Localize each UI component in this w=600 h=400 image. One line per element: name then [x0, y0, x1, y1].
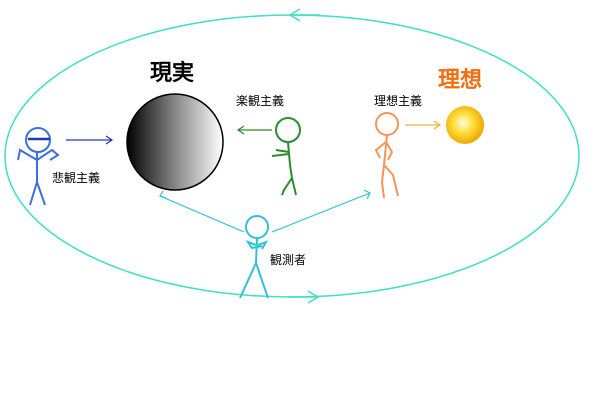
reality-sphere-icon — [126, 93, 224, 191]
pessimism-label: 悲観主義 — [52, 171, 101, 185]
observer-arrow-to-reality — [159, 190, 245, 233]
optimist-stick-figure-icon — [271, 117, 301, 196]
optimist-arrow — [236, 125, 272, 135]
optimism-label: 楽観主義 — [236, 94, 285, 108]
pessimist-arrow — [66, 135, 114, 145]
ideal-label: 理想 — [438, 68, 483, 93]
idealist-arrow — [405, 120, 442, 130]
idealist-stick-figure-icon — [374, 112, 399, 199]
orbit-arrow-top — [288, 8, 320, 22]
idealism-label: 理想主義 — [374, 94, 423, 108]
orbit-arrow-bottom — [288, 290, 320, 304]
pessimist-stick-figure-icon — [17, 127, 60, 206]
observer-stick-figure-icon — [239, 215, 269, 299]
observer-arrow-to-idealist — [271, 189, 371, 233]
reality-label: 現実 — [150, 61, 195, 86]
ideal-sun-icon — [446, 106, 484, 144]
observer-label: 観測者 — [270, 253, 307, 267]
